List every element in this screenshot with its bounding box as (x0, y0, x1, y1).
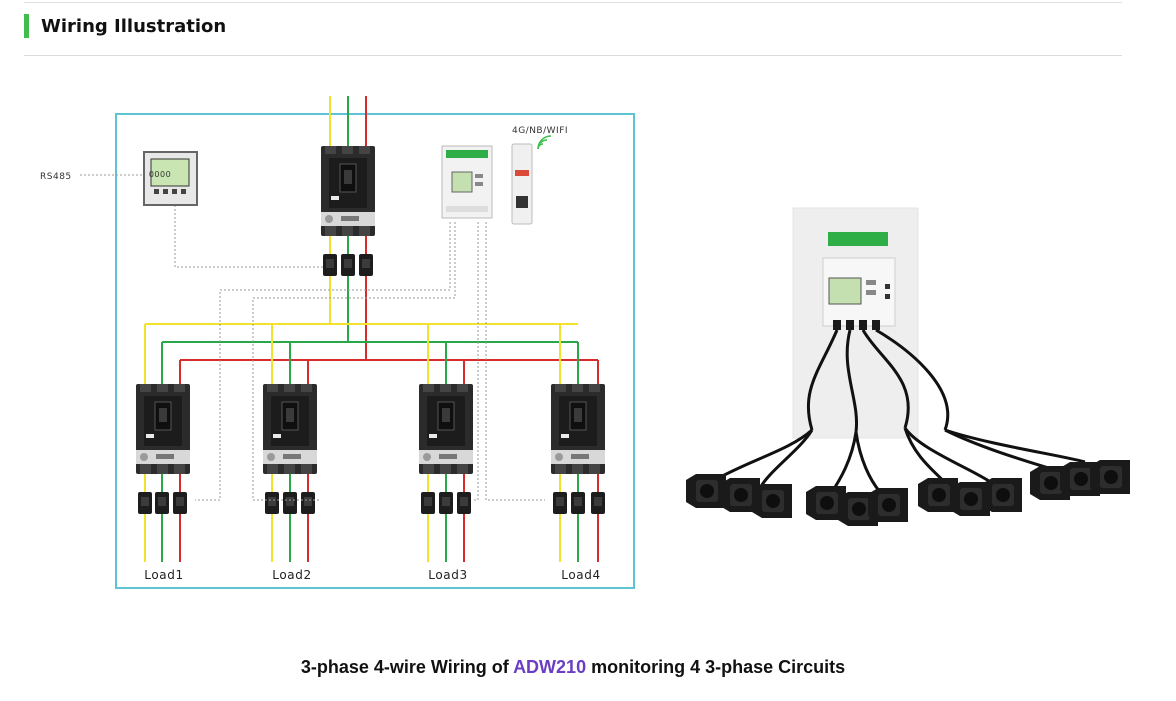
top-divider (24, 2, 1122, 3)
main-ct-l3 (359, 254, 373, 276)
gateway-module (511, 143, 533, 225)
main-ct-l1 (323, 254, 337, 276)
diagram-frame (115, 113, 635, 589)
adw210-meter (441, 145, 493, 219)
wifi-icon (537, 135, 552, 150)
main-ct-l2 (341, 254, 355, 276)
branch-breaker-3 (418, 383, 474, 475)
signal-wiring (80, 174, 545, 501)
section-accent-bar (24, 14, 29, 38)
branch-cts (138, 492, 605, 514)
header-divider (24, 55, 1122, 56)
branch-breaker-4 (550, 383, 606, 475)
caption-suffix: monitoring 4 3-phase Circuits (586, 657, 846, 677)
caption-prefix: 3-phase 4-wire Wiring of (300, 657, 514, 677)
rs485-label: RS485 (40, 172, 72, 182)
branch-breaker-2 (262, 383, 318, 475)
load-label-3: Load3 (428, 568, 467, 582)
load-label-4: Load4 (561, 568, 600, 582)
section-header: Wiring Illustration (24, 13, 226, 39)
load-label-2: Load2 (272, 568, 311, 582)
figure-caption: 3-phase 4-wire Wiring of ADW210 monitori… (0, 657, 1146, 678)
panel-meter (143, 151, 198, 206)
branch-breaker-1 (135, 383, 191, 475)
section-title: Wiring Illustration (41, 15, 227, 37)
load-label-1: Load1 (144, 568, 183, 582)
meter-display-reading: 0000 (149, 170, 171, 179)
product-photo (686, 207, 1130, 526)
wireless-label: 4G/NB/WIFI (512, 126, 568, 136)
main-breaker (320, 145, 376, 237)
caption-product-name: ADW210 (513, 657, 587, 677)
